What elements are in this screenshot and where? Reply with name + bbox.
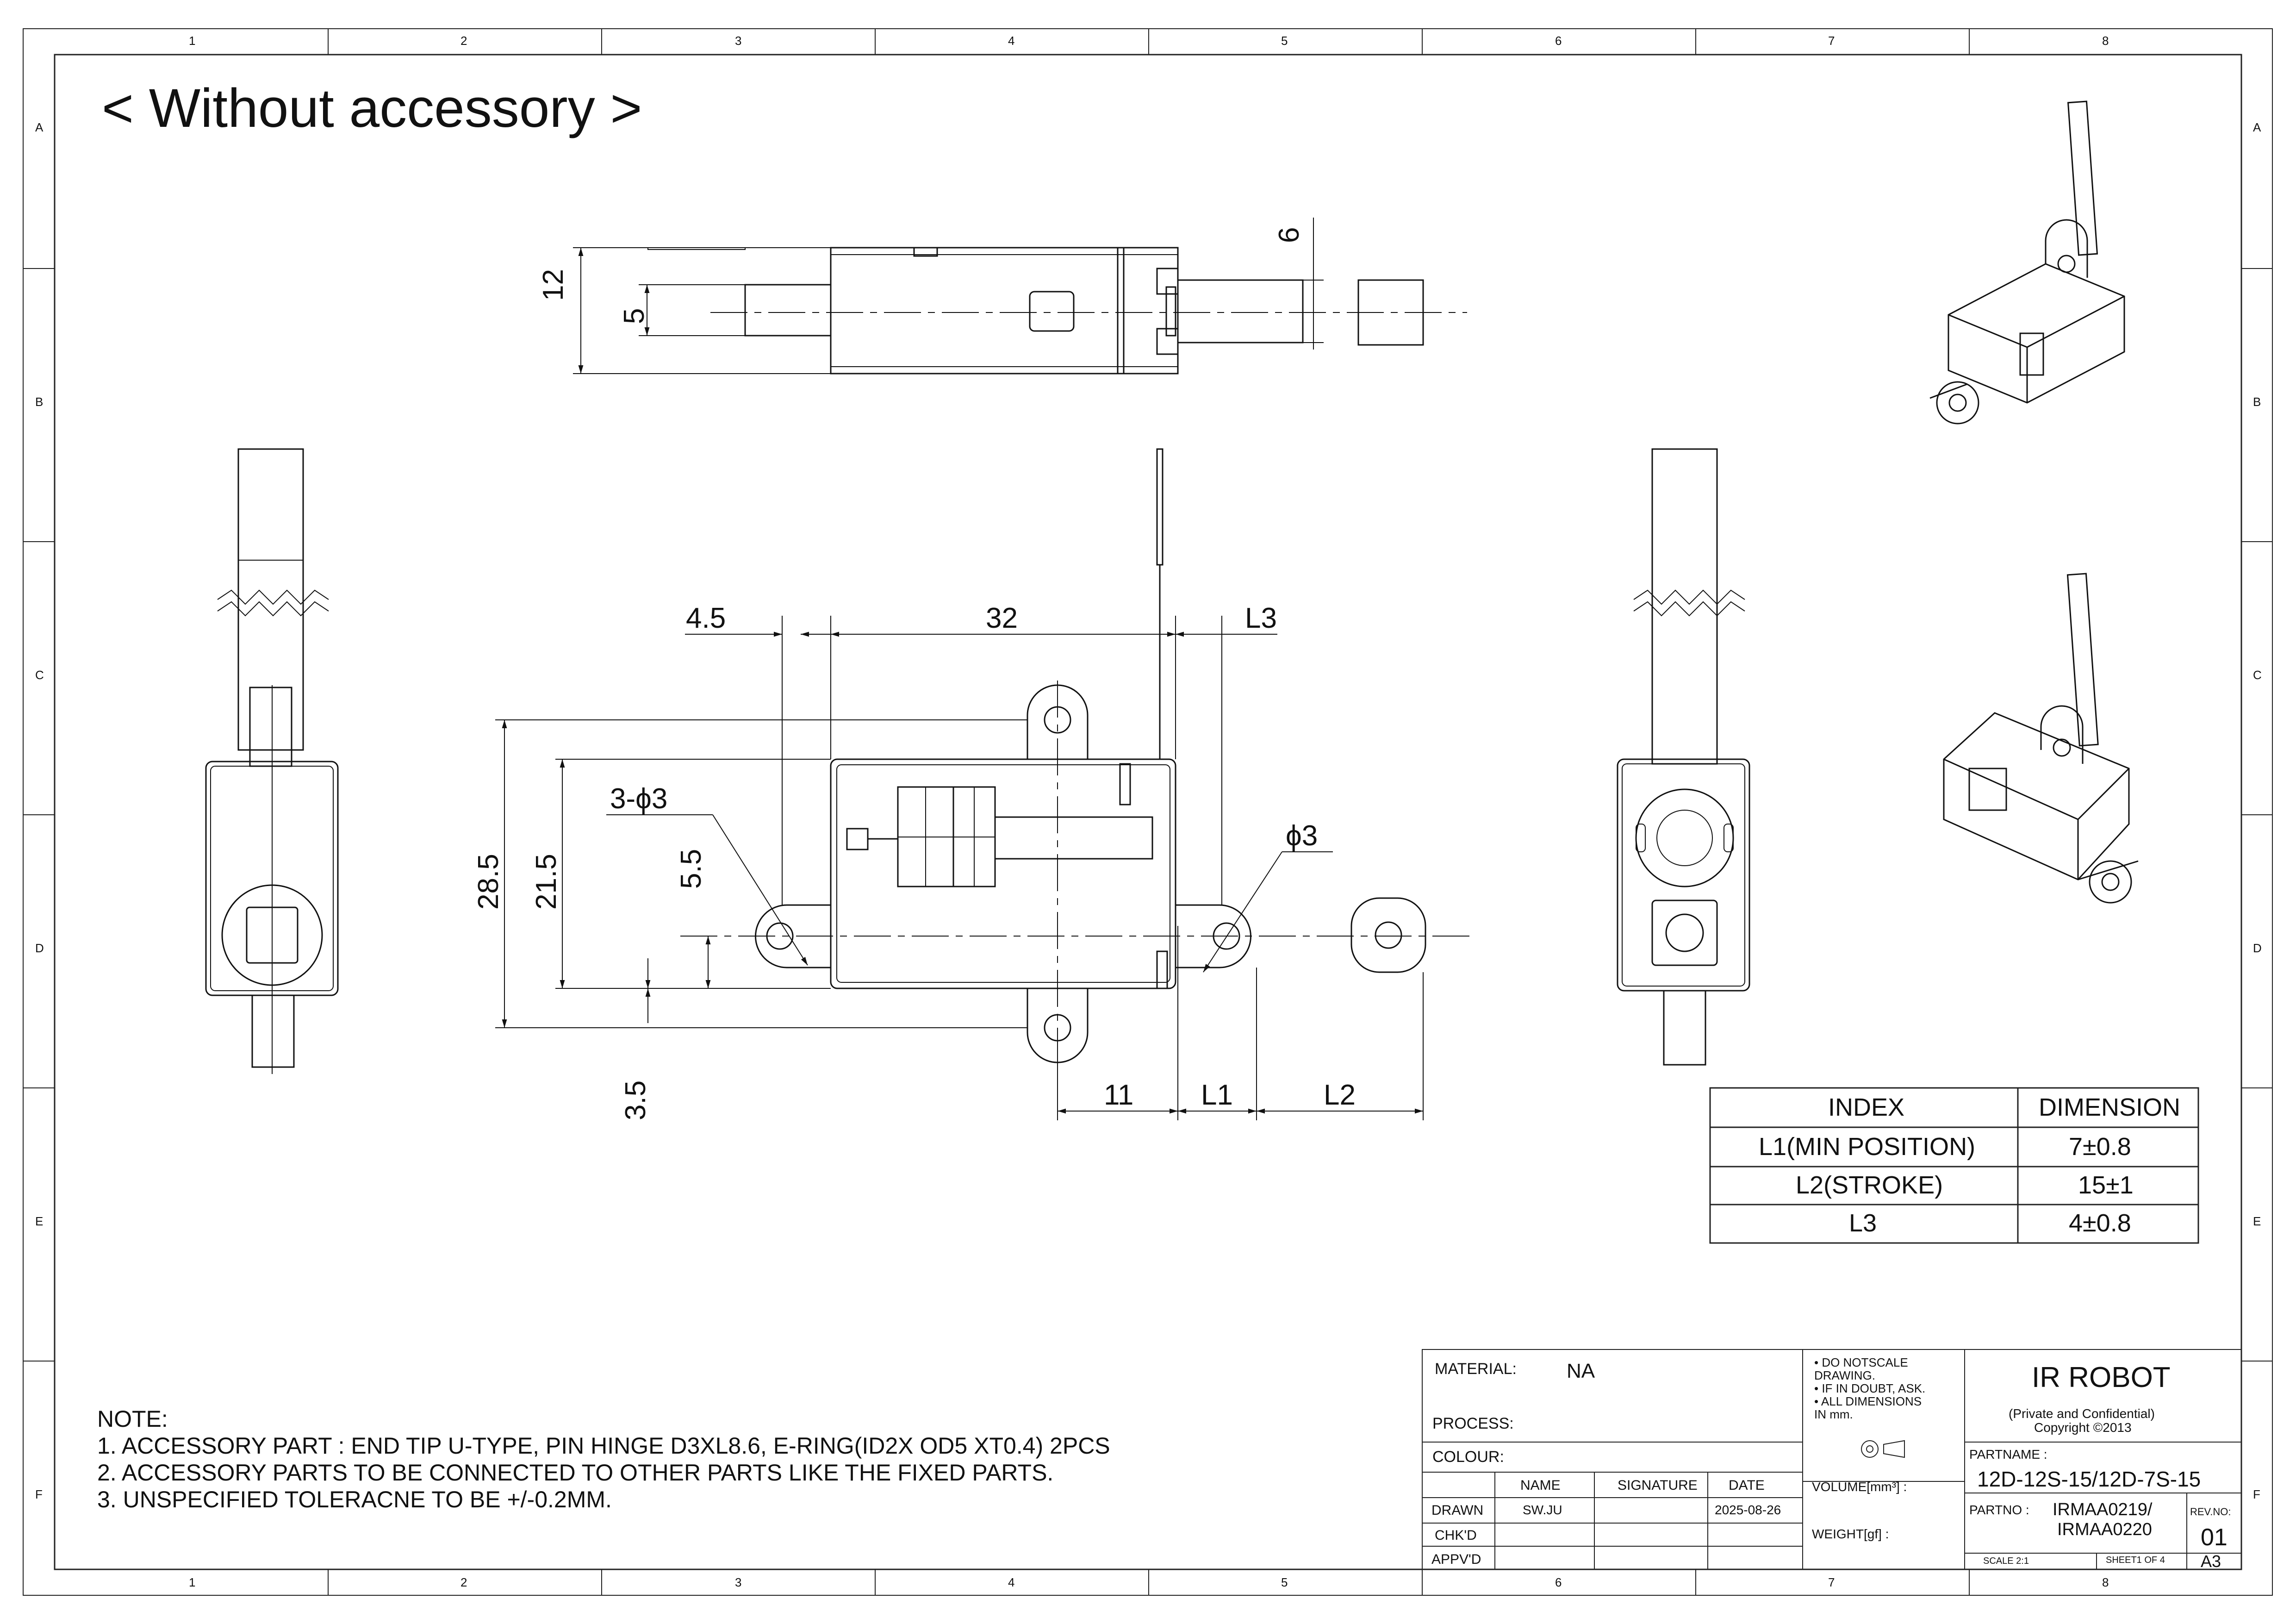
material-label: MATERIAL: [1435,1360,1517,1378]
dim-4-5: 4.5 [686,602,726,634]
dim-28-5: 28.5 [473,854,504,910]
top-view [573,218,1467,375]
table-row-l3-index: L3 [1849,1209,1877,1237]
drawn-name: SW.JU [1523,1503,1562,1517]
sheet-text: SHEET1 OF 4 [2106,1555,2165,1565]
chkd-label: CHK'D [1435,1528,1477,1543]
zone-row-f-right: F [2253,1487,2260,1501]
zone-row-a: A [35,120,44,134]
zone-col-5-bottom: 5 [1281,1575,1288,1589]
bullet-2: • IF IN DOUBT, ASK. [1814,1381,1926,1395]
col-name: NAME [1520,1478,1561,1493]
partname-value: 12D-12S-15/12D-7S-15 [1977,1467,2201,1491]
scale-text: SCALE 2:1 [1983,1556,2029,1566]
zone-col-1: 1 [189,34,196,48]
volume-label: VOLUME[mm³] : [1812,1480,1907,1494]
zone-col-5: 5 [1281,34,1288,48]
zone-row-f: F [35,1487,43,1501]
dimension-table-grid [1709,1087,2199,1244]
table-row-l1-index: L1(MIN POSITION) [1759,1133,1976,1161]
zone-col-8-bottom: 8 [2102,1575,2109,1589]
zone-col-3-bottom: 3 [735,1575,742,1589]
notes-heading: NOTE: [97,1406,168,1432]
dim-5: 5 [618,308,650,324]
zone-col-4: 4 [1008,34,1015,48]
confidential-text: (Private and Confidential) [2009,1406,2155,1421]
dim-hole-3x: 3-ϕ3 [610,783,668,815]
table-header-dimension: DIMENSION [2039,1093,2181,1121]
appvd-label: APPV'D [1431,1552,1481,1567]
process-label: PROCESS: [1432,1415,1514,1432]
revno-label: REV.NO: [2190,1506,2231,1518]
colour-label: COLOUR: [1432,1448,1504,1466]
partno-value-1: IRMAA0219/ [2053,1500,2153,1519]
zone-col-8: 8 [2102,34,2109,48]
zone-col-4-bottom: 4 [1008,1575,1015,1589]
zone-row-b-right: B [2253,395,2261,409]
dim-l1: L1 [1201,1079,1233,1111]
copyright-text: Copyright ©2013 [2034,1420,2132,1435]
isometric-view-top [1929,100,2125,425]
bullet-3: • ALL DIMENSIONS [1814,1394,1922,1408]
zone-col-3: 3 [735,34,742,48]
dim-3-5: 3.5 [620,1080,652,1120]
dim-21-5: 21.5 [530,854,562,910]
company-name: IR ROBOT [2032,1362,2171,1393]
material-value: NA [1567,1360,1595,1382]
table-header-index: INDEX [1828,1093,1905,1121]
drawn-date: 2025-08-26 [1715,1503,1781,1517]
dim-hole: ϕ3 [1286,820,1318,852]
right-side-view [1617,448,1750,1066]
front-view [495,448,1472,1120]
partno-label: PARTNO : [1969,1503,2029,1517]
note-item-2: 2. ACCESSORY PARTS TO BE CONNECTED TO OT… [97,1460,1054,1486]
dim-l3: L3 [1245,602,1277,634]
page-title: < Without accessory > [102,78,642,139]
zone-ticks [23,29,2272,1595]
zone-row-c: C [35,668,44,682]
table-row-l2-index: L2(STROKE) [1796,1171,1943,1199]
col-signature: SIGNATURE [1618,1478,1698,1493]
zone-col-7-bottom: 7 [1828,1575,1835,1589]
zone-row-d: D [35,941,44,955]
dim-l2: L2 [1324,1079,1356,1111]
isometric-view-bottom [1943,573,2139,904]
dim-12: 12 [537,269,569,301]
partno-value-2: IRMAA0220 [2057,1520,2152,1539]
dim-11: 11 [1104,1079,1134,1111]
title-block [1422,1349,2242,1570]
drawn-label: DRAWN [1431,1503,1484,1518]
table-row-l3-value: 4±0.8 [2069,1209,2131,1237]
dim-5-5: 5.5 [675,849,707,889]
dim-32: 32 [986,602,1018,634]
bullet-3b: IN mm. [1814,1407,1853,1421]
zone-row-e-right: E [2253,1214,2261,1228]
zone-row-a-right: A [2253,120,2261,134]
zone-col-6-bottom: 6 [1555,1575,1562,1589]
zone-col-6: 6 [1555,34,1562,48]
zone-row-e: E [35,1214,44,1228]
revno-value: 01 [2201,1524,2228,1551]
left-side-view [205,448,339,1074]
zone-col-2-bottom: 2 [460,1575,467,1589]
drawing-border [23,28,2273,1596]
dim-6: 6 [1273,227,1305,243]
zone-col-7: 7 [1828,34,1835,48]
weight-label: WEIGHT[gf] : [1812,1527,1889,1541]
partname-label: PARTNAME : [1969,1447,2047,1462]
table-row-l1-value: 7±0.8 [2069,1133,2131,1161]
note-item-1: 1. ACCESSORY PART : END TIP U-TYPE, PIN … [97,1433,1110,1459]
table-row-l2-value: 15±1 [2078,1171,2134,1199]
bullet-1: • DO NOTSCALE [1814,1355,1908,1369]
col-date: DATE [1729,1478,1765,1493]
zone-col-1-bottom: 1 [189,1575,196,1589]
bullet-1b: DRAWING. [1814,1368,1875,1382]
zone-row-d-right: D [2253,941,2262,955]
zone-col-2: 2 [460,34,467,48]
zone-row-b: B [35,395,44,409]
sheet-size: A3 [2201,1552,2221,1571]
note-item-3: 3. UNSPECIFIED TOLERACNE TO BE +/-0.2MM. [97,1487,612,1512]
zone-row-c-right: C [2253,668,2262,682]
